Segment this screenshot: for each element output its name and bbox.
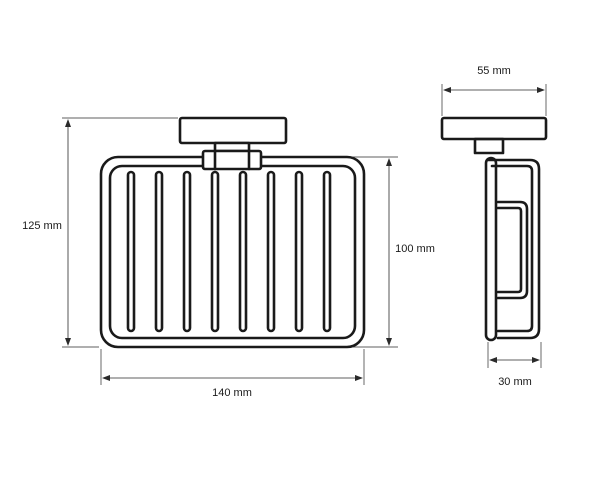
dimension-label-width-front: 140 mm xyxy=(212,387,252,399)
side-view: 55 mm 30 mm xyxy=(440,65,548,388)
dimension-width-front: 140 mm xyxy=(100,349,365,399)
side-wall-mount xyxy=(440,116,548,141)
dimension-height-total: 125 mm xyxy=(22,117,178,348)
front-bracket-clamp xyxy=(201,141,263,171)
dimension-depth-mount: 55 mm xyxy=(441,65,547,116)
dimension-label-depth-mount: 55 mm xyxy=(477,65,511,77)
front-wall-mount xyxy=(178,116,288,145)
side-mount-neck xyxy=(473,137,505,155)
dimension-depth-basket: 30 mm xyxy=(487,342,542,388)
dimension-height-basket: 100 mm xyxy=(352,156,439,348)
side-basket-frame xyxy=(484,156,541,342)
dimension-label-height-total: 125 mm xyxy=(22,220,62,232)
front-view: 125 mm 100 mm 140 mm xyxy=(22,116,439,399)
dimension-label-height-basket: 100 mm xyxy=(395,243,435,255)
front-basket-inner-rim xyxy=(108,164,357,340)
dimension-label-depth-basket: 30 mm xyxy=(498,376,532,388)
front-basket-wires xyxy=(126,170,332,333)
